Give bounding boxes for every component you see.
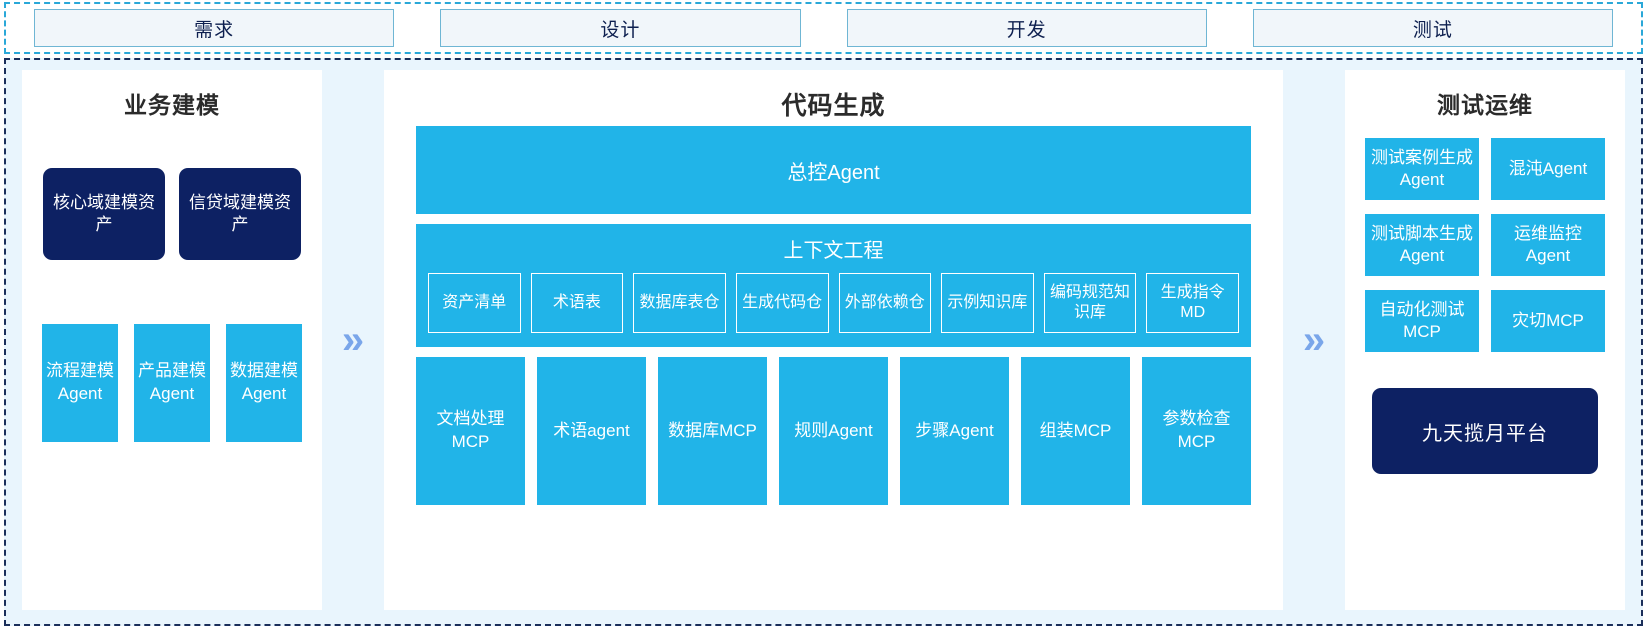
tool-rule-agent[interactable]: 规则Agent	[779, 357, 888, 505]
phase-label: 设计	[600, 19, 641, 41]
context-item-label: 外部依赖仓	[844, 294, 925, 311]
tool-label: 术语agent	[553, 420, 630, 440]
panel-business-modeling: 业务建模 核心域建模资产 信贷域建模资产 流程建模Agent 产品建模Agent…	[22, 70, 322, 610]
context-item-glossary[interactable]: 术语表	[530, 273, 624, 333]
agent-label: 产品建模Agent	[138, 361, 206, 403]
asset-row: 核心域建模资产 信贷域建模资产	[36, 168, 308, 260]
test-ops-label: 测试脚本生成Agent	[1371, 223, 1473, 265]
context-item-label: 示例知识库	[947, 294, 1028, 311]
context-item-label: 编码规范知识库	[1050, 284, 1131, 321]
agent-process-modeling[interactable]: 流程建模Agent	[42, 324, 118, 442]
tool-label: 组装MCP	[1039, 420, 1112, 440]
phase-label: 需求	[194, 19, 235, 41]
tool-label: 参数检查MCP	[1162, 409, 1231, 451]
tool-row: 文档处理MCP 术语agent 数据库MCP 规则Agent 步骤Agent 组…	[416, 357, 1251, 505]
context-item-db-table-repo[interactable]: 数据库表仓	[633, 273, 726, 333]
tool-label: 步骤Agent	[915, 420, 994, 440]
test-script-generation-agent[interactable]: 测试脚本生成Agent	[1365, 214, 1479, 276]
agent-label: 流程建模Agent	[46, 361, 114, 403]
center-panel-body: 总控Agent 上下文工程 资产清单 术语表 数据库表仓 生成代码仓 外部依赖仓…	[398, 126, 1269, 509]
chaos-agent[interactable]: 混沌Agent	[1491, 138, 1605, 200]
phase-box-design[interactable]: 设计	[440, 9, 801, 47]
tool-label: 数据库MCP	[668, 420, 757, 440]
context-item-label: 数据库表仓	[639, 294, 720, 311]
chevron-right-icon-left: »	[322, 70, 384, 610]
asset-label: 信贷域建模资产	[189, 192, 291, 234]
tool-document-processing-mcp[interactable]: 文档处理MCP	[416, 357, 525, 505]
context-item-label: 术语表	[552, 294, 601, 311]
context-item-generated-code-repo[interactable]: 生成代码仓	[735, 273, 829, 333]
tool-database-mcp[interactable]: 数据库MCP	[658, 357, 767, 505]
test-case-generation-agent[interactable]: 测试案例生成Agent	[1365, 138, 1479, 200]
main-container: 业务建模 核心域建模资产 信贷域建模资产 流程建模Agent 产品建模Agent…	[4, 58, 1643, 626]
modeling-agent-row: 流程建模Agent 产品建模Agent 数据建模Agent	[36, 324, 308, 442]
phase-label: 开发	[1006, 19, 1047, 41]
platform-jiutian-lanyue[interactable]: 九天揽月平台	[1372, 388, 1598, 474]
phase-box-testing[interactable]: 测试	[1252, 9, 1613, 47]
context-item-example-knowledge-base[interactable]: 示例知识库	[941, 273, 1034, 333]
tool-parameter-check-mcp[interactable]: 参数检查MCP	[1142, 357, 1251, 505]
panel-test-ops: 测试运维 测试案例生成Agent 混沌Agent 测试脚本生成Agent 运维监…	[1345, 70, 1625, 610]
chevron-right-icon-right: »	[1283, 70, 1345, 610]
chevron-glyph: »	[341, 318, 365, 362]
tool-label: 文档处理MCP	[436, 409, 505, 451]
test-ops-label: 测试案例生成Agent	[1371, 147, 1473, 189]
master-agent-bar[interactable]: 总控Agent	[416, 126, 1251, 214]
panel-title-center: 代码生成	[781, 92, 886, 120]
context-item-coding-standard-kb[interactable]: 编码规范知识库	[1043, 273, 1137, 333]
right-panel-body: 测试案例生成Agent 混沌Agent 测试脚本生成Agent 运维监控Agen…	[1359, 124, 1611, 474]
test-ops-grid: 测试案例生成Agent 混沌Agent 测试脚本生成Agent 运维监控Agen…	[1365, 138, 1605, 352]
chevron-glyph: »	[1302, 318, 1326, 362]
context-item-external-dependency-repo[interactable]: 外部依赖仓	[838, 273, 932, 333]
context-item-asset-list[interactable]: 资产清单	[428, 273, 521, 333]
ops-monitoring-agent[interactable]: 运维监控Agent	[1491, 214, 1605, 276]
agent-label: 数据建模Agent	[230, 361, 298, 403]
context-item-row: 资产清单 术语表 数据库表仓 生成代码仓 外部依赖仓 示例知识库 编码规范知识库…	[428, 273, 1239, 333]
context-item-label: 生成代码仓	[742, 294, 823, 311]
panel-title-left: 业务建模	[124, 92, 220, 118]
agent-product-modeling[interactable]: 产品建模Agent	[134, 324, 210, 442]
context-item-generation-instruction-md[interactable]: 生成指令MD	[1146, 273, 1239, 333]
agent-data-modeling[interactable]: 数据建模Agent	[226, 324, 302, 442]
test-ops-label: 混沌Agent	[1508, 158, 1588, 178]
phase-label: 测试	[1412, 19, 1453, 41]
automated-testing-mcp[interactable]: 自动化测试MCP	[1365, 290, 1479, 352]
phase-strip: 需求 设计 开发 测试	[4, 2, 1643, 54]
asset-core-domain[interactable]: 核心域建模资产	[43, 168, 165, 260]
phase-box-requirements[interactable]: 需求	[34, 9, 395, 47]
panel-code-generation: 代码生成 总控Agent 上下文工程 资产清单 术语表 数据库表仓 生成代码仓 …	[384, 70, 1283, 610]
asset-label: 核心域建模资产	[53, 192, 155, 234]
tool-glossary-agent[interactable]: 术语agent	[537, 357, 646, 505]
asset-credit-domain[interactable]: 信贷域建模资产	[179, 168, 301, 260]
platform-label: 九天揽月平台	[1422, 422, 1548, 445]
left-panel-body: 核心域建模资产 信贷域建模资产 流程建模Agent 产品建模Agent 数据建模…	[36, 124, 308, 596]
panel-title-right: 测试运维	[1437, 92, 1533, 118]
test-ops-label: 自动化测试MCP	[1379, 299, 1465, 341]
disaster-switch-mcp[interactable]: 灾切MCP	[1491, 290, 1605, 352]
phase-row: 需求 设计 开发 测试	[34, 9, 1613, 47]
context-item-label: 生成指令MD	[1160, 284, 1225, 321]
tool-assembly-mcp[interactable]: 组装MCP	[1021, 357, 1130, 505]
phase-box-development[interactable]: 开发	[846, 9, 1207, 47]
master-agent-label: 总控Agent	[787, 161, 880, 184]
test-ops-label: 灾切MCP	[1512, 310, 1584, 330]
tool-step-agent[interactable]: 步骤Agent	[900, 357, 1009, 505]
context-engineering-block: 上下文工程 资产清单 术语表 数据库表仓 生成代码仓 外部依赖仓 示例知识库 编…	[416, 224, 1251, 347]
test-ops-label: 运维监控Agent	[1514, 223, 1582, 265]
context-engineering-title: 上下文工程	[783, 240, 884, 262]
tool-label: 规则Agent	[794, 420, 873, 440]
context-item-label: 资产清单	[442, 294, 507, 311]
